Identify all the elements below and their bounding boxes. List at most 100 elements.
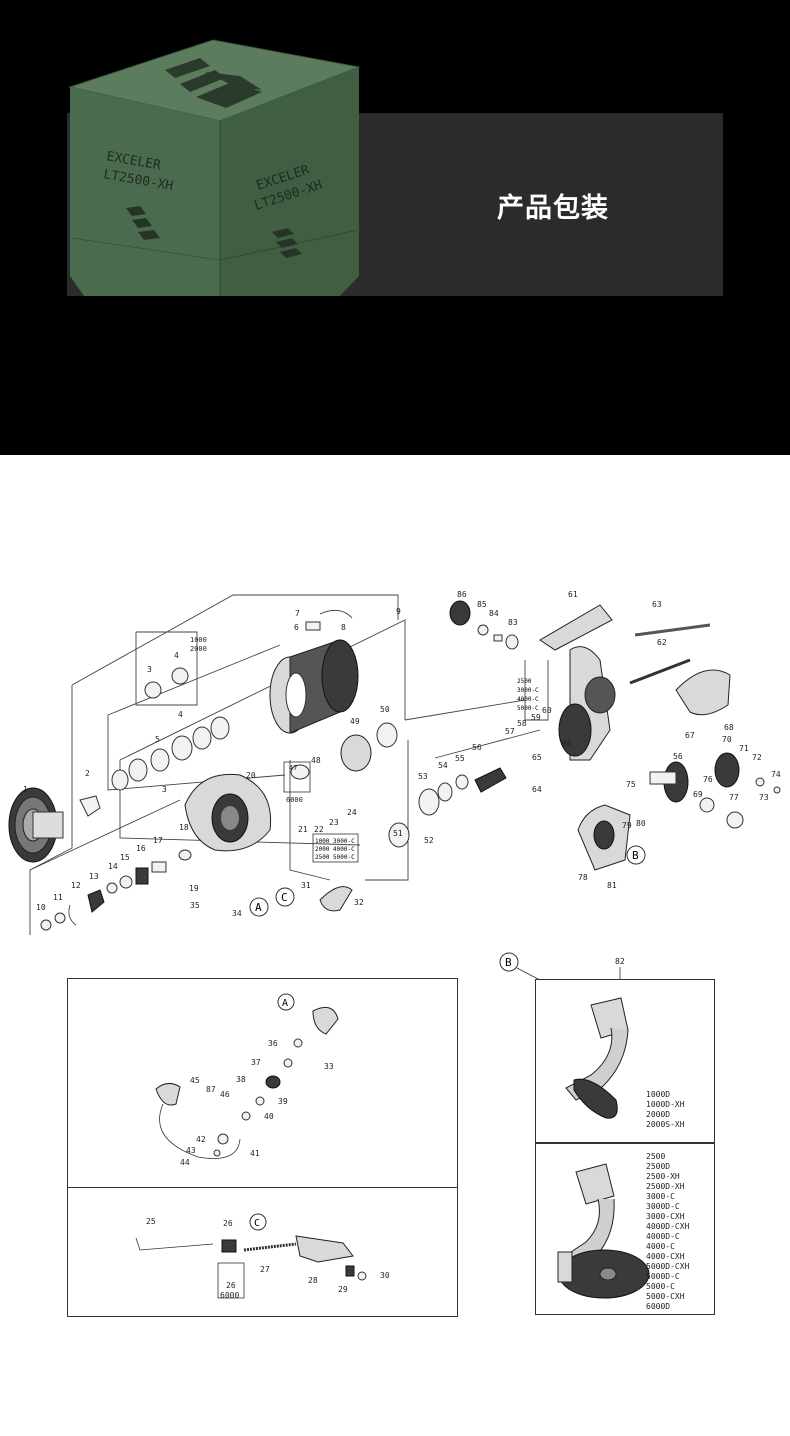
label-39: 39 xyxy=(278,1097,288,1106)
label-49: 49 xyxy=(350,717,360,726)
part-line-spool xyxy=(269,639,359,734)
label-82: 82 xyxy=(615,957,625,966)
panel-a-drawing: A 33 36 37 38 39 40 41 42 43 44 45 46 87 xyxy=(155,993,339,1167)
label-36: 36 xyxy=(268,1039,278,1048)
label-15: 15 xyxy=(120,853,130,862)
panel-b-callout: B xyxy=(505,956,512,969)
label-54: 54 xyxy=(438,761,448,770)
label-84: 84 xyxy=(489,609,499,618)
label-56: 56 xyxy=(472,743,482,752)
label-71: 71 xyxy=(739,744,749,753)
label-1: 1 xyxy=(23,785,28,794)
label-56b: 56 xyxy=(673,752,683,761)
label-83: 83 xyxy=(508,618,518,627)
label-23: 23 xyxy=(329,818,339,827)
label-43: 43 xyxy=(186,1146,196,1155)
box22-line2: 2000 4000-C xyxy=(315,846,355,853)
label-77: 77 xyxy=(729,793,739,802)
label-70: 70 xyxy=(722,735,732,744)
label-69: 69 xyxy=(693,790,703,799)
label-67: 67 xyxy=(685,731,695,740)
label-53: 53 xyxy=(418,772,428,781)
panel-a-bail-assembly: A 33 36 37 38 39 40 41 42 43 44 45 46 87 xyxy=(67,978,458,1188)
label-60: 60 xyxy=(542,706,552,715)
handle-large-models: 2500 2500D 2500-XH 2500D-XH 3000-C 3000D… xyxy=(646,1152,690,1311)
panel-a-callout: A xyxy=(282,998,288,1009)
label-65: 65 xyxy=(532,753,542,762)
label-40: 40 xyxy=(264,1112,274,1121)
panel-b-header: B 82 xyxy=(499,952,625,981)
label-28: 28 xyxy=(308,1276,318,1285)
exploded-parts-diagram: A C B 1000 2000 47 6000 1000 3000-C 2000… xyxy=(8,590,781,935)
label-76: 76 xyxy=(703,775,713,784)
body-model-1: 2500 xyxy=(517,678,532,685)
box47-label: 47 xyxy=(289,764,297,772)
panel-b-handle-small xyxy=(535,979,715,1143)
label-42: 42 xyxy=(196,1135,206,1144)
box22-line3: 2500 5000-C xyxy=(315,854,355,861)
callout-C: C xyxy=(281,891,288,904)
label-79: 79 xyxy=(622,821,632,830)
label-32: 32 xyxy=(354,898,364,907)
label-14: 14 xyxy=(108,862,118,871)
daiwa-logo-left xyxy=(126,206,160,240)
label-57: 57 xyxy=(505,727,515,736)
label-3a: 3 xyxy=(147,665,152,674)
label-62: 62 xyxy=(657,638,667,647)
callout-A: A xyxy=(255,901,262,914)
label-27: 27 xyxy=(260,1265,270,1274)
label-78: 78 xyxy=(578,873,588,882)
label-21: 21 xyxy=(298,825,308,834)
label-9: 9 xyxy=(396,607,401,616)
handle-small-drawing xyxy=(565,997,629,1119)
label-24: 24 xyxy=(347,808,357,817)
box22-line1: 1000 3000-C xyxy=(315,838,355,845)
label-38: 38 xyxy=(236,1075,246,1084)
part-reel-body xyxy=(539,604,616,761)
callout-B: B xyxy=(632,849,639,862)
label-11: 11 xyxy=(53,893,63,902)
daiwa-logo-right xyxy=(272,228,302,258)
label-44: 44 xyxy=(180,1158,190,1167)
hero-title: 产品包装 xyxy=(497,193,609,224)
label-86: 86 xyxy=(457,590,467,599)
daiwa-logo-top xyxy=(165,58,262,108)
label-16: 16 xyxy=(136,844,146,853)
spool-size-1: 1000 xyxy=(190,636,207,644)
spool-size-2: 2000 xyxy=(190,645,207,653)
label-25: 25 xyxy=(146,1217,156,1226)
label-61: 61 xyxy=(568,590,578,599)
body-model-4: 5000-C xyxy=(517,705,539,712)
label-41: 41 xyxy=(250,1149,260,1158)
label-51: 51 xyxy=(393,829,403,838)
label-58: 58 xyxy=(517,719,527,728)
label-72: 72 xyxy=(752,753,762,762)
label-55: 55 xyxy=(455,754,465,763)
label-50: 50 xyxy=(380,705,390,714)
label-7: 7 xyxy=(295,609,300,618)
handle-large-drawing xyxy=(557,1163,650,1299)
label-6: 6 xyxy=(294,623,299,632)
label-68: 68 xyxy=(724,723,734,732)
label-29: 29 xyxy=(338,1285,348,1294)
label-30: 30 xyxy=(380,1271,390,1280)
label-85: 85 xyxy=(477,600,487,609)
label-87: 87 xyxy=(206,1085,216,1094)
label-2: 2 xyxy=(85,769,90,778)
label-3b: 3 xyxy=(162,785,167,794)
body-model-2: 3000-C xyxy=(517,687,539,694)
label-73: 73 xyxy=(759,793,769,802)
label-5: 5 xyxy=(155,735,160,744)
label-26: 26 xyxy=(223,1219,233,1228)
label-59: 59 xyxy=(531,713,541,722)
label-4a: 4 xyxy=(174,651,179,660)
label-33: 33 xyxy=(324,1062,334,1071)
label-10: 10 xyxy=(36,903,46,912)
label-18: 18 xyxy=(179,823,189,832)
box-6000: 6000 xyxy=(220,1291,239,1300)
body-model-3: 4000-C xyxy=(517,696,539,703)
label-48: 48 xyxy=(311,756,321,765)
part-rotor xyxy=(184,773,272,852)
handle-small-models: 1000D 1000D-XH 2000D 2000S-XH xyxy=(646,1090,685,1129)
label-34: 34 xyxy=(232,909,242,918)
